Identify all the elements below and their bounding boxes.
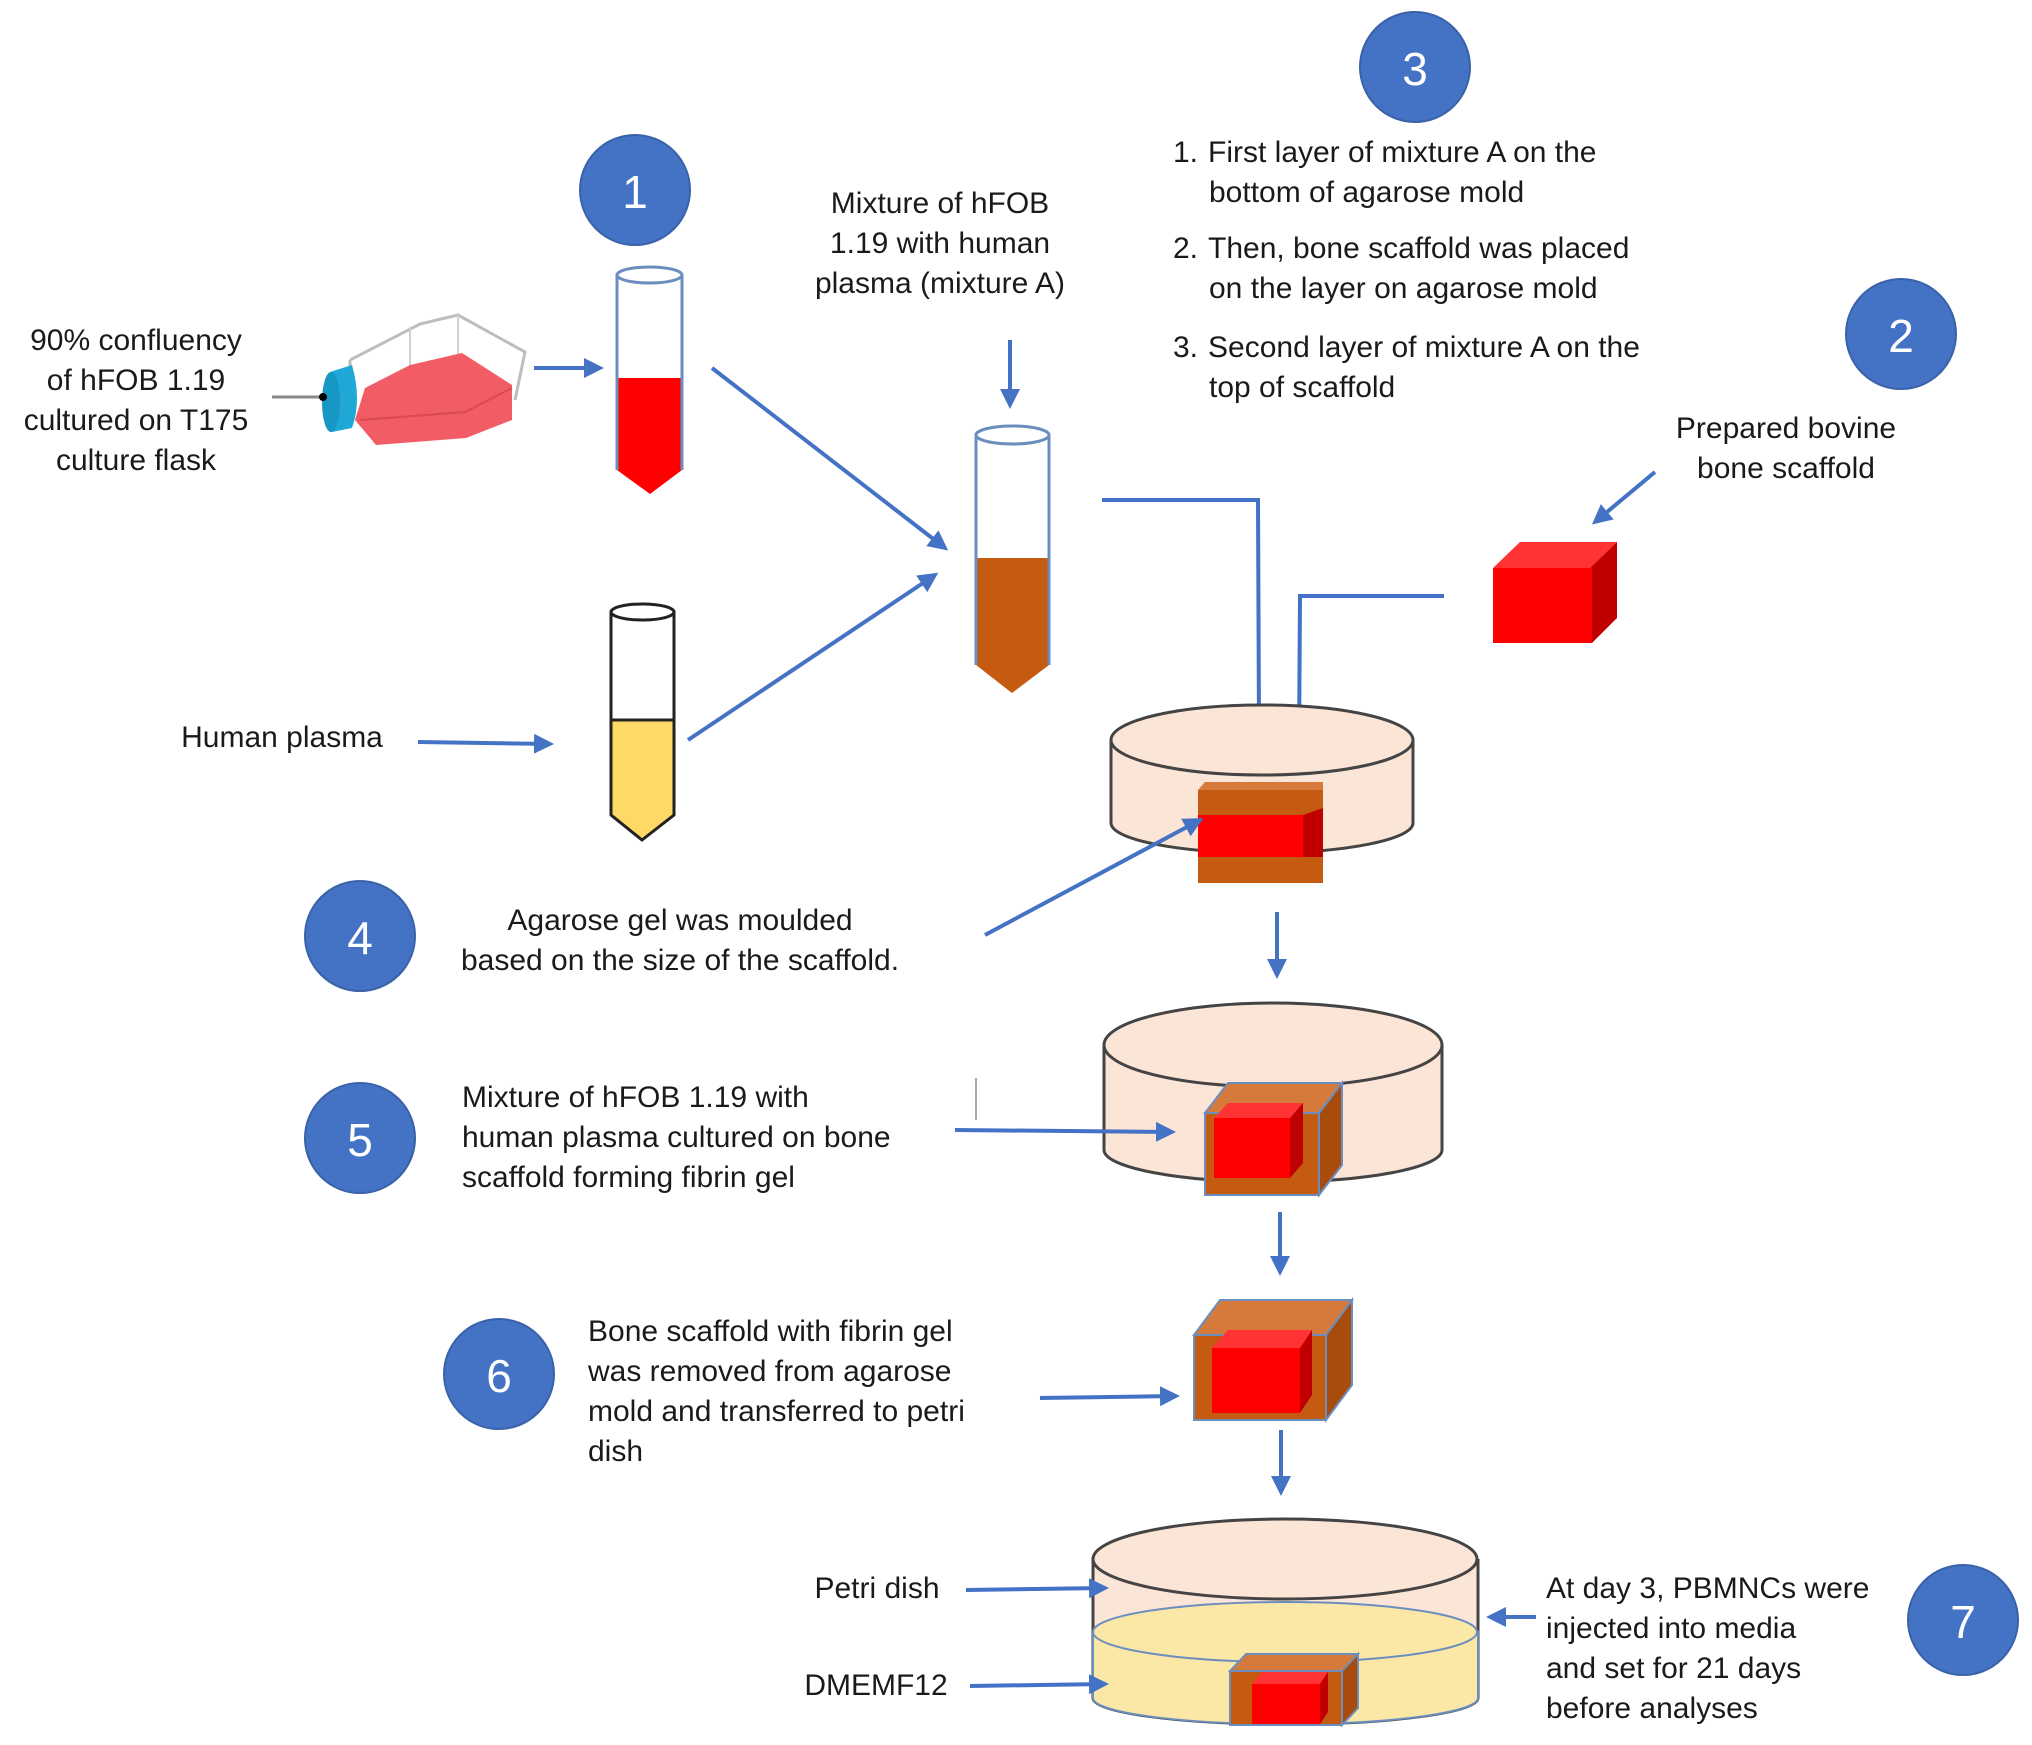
step-number-2: 2	[1888, 310, 1914, 362]
svg-text:human plasma cultured on bone: human plasma cultured on bone	[462, 1121, 891, 1154]
connector-scaffold-to-mold	[1289, 594, 1444, 752]
step-badge-5: 5	[304, 1082, 416, 1194]
svg-text:Prepared bovine: Prepared bovine	[1676, 412, 1896, 445]
step-number-7: 7	[1950, 1596, 1976, 1648]
agarose-mold-with-fibrin	[1102, 1001, 1444, 1198]
svg-text:mold and transferred to petri: mold and transferred to petri	[588, 1395, 965, 1428]
svg-text:Then, bone scaffold was placed: Then, bone scaffold was placed	[1208, 232, 1629, 265]
petri-dish-label: Petri dish	[814, 1572, 939, 1605]
step3-item-2-number: 2.	[1173, 232, 1198, 265]
svg-text:based on the size of the scaff: based on the size of the scaffold.	[461, 944, 899, 977]
dmemf12-label: DMEMF12	[804, 1669, 947, 1702]
flask-label: 90% confluency of hFOB 1.19 cultured on …	[24, 324, 249, 477]
svg-text:dish: dish	[588, 1435, 643, 1468]
arrow-step5-to-scaffold	[954, 1121, 1176, 1142]
svg-text:scaffold forming fibrin gel: scaffold forming fibrin gel	[462, 1161, 795, 1194]
svg-text:90% confluency: 90% confluency	[30, 324, 242, 357]
fibrin-scaffold-cube	[1192, 1296, 1354, 1424]
step-number-1: 1	[622, 166, 648, 218]
svg-text:and set for 21 days: and set for 21 days	[1546, 1652, 1801, 1685]
svg-text:Agarose gel was moulded: Agarose gel was moulded	[507, 904, 852, 937]
step4-label: Agarose gel was moulded based on the siz…	[461, 904, 899, 977]
culture-flask-icon	[319, 313, 527, 445]
svg-text:top of scaffold: top of scaffold	[1209, 371, 1395, 404]
step-number-4: 4	[347, 912, 373, 964]
arrow-cells-to-mixture	[710, 366, 949, 551]
arrow-step4-to-mold	[984, 818, 1204, 937]
svg-text:Bone scaffold with fibrin gel: Bone scaffold with fibrin gel	[588, 1315, 953, 1348]
step-badge-4: 4	[304, 880, 416, 992]
svg-text:injected into media: injected into media	[1546, 1612, 1796, 1645]
step-number-6: 6	[486, 1350, 512, 1402]
human-plasma-tube	[609, 602, 676, 842]
svg-text:before analyses: before analyses	[1546, 1692, 1758, 1725]
bovine-scaffold-label: Prepared bovine bone scaffold	[1676, 412, 1896, 485]
svg-text:bone scaffold: bone scaffold	[1697, 452, 1875, 485]
svg-text:on the layer on agarose mold: on the layer on agarose mold	[1209, 272, 1598, 305]
svg-text:was removed from agarose: was removed from agarose	[587, 1355, 952, 1388]
agarose-mold	[1109, 703, 1415, 883]
step-badge-1: 1	[579, 134, 691, 246]
svg-text:bottom of agarose mold: bottom of agarose mold	[1209, 176, 1524, 209]
step5-label: Mixture of hFOB 1.19 with human plasma c…	[462, 1081, 891, 1194]
step-badge-6: 6	[443, 1318, 555, 1430]
svg-text:cultured on T175: cultured on T175	[24, 404, 249, 437]
step7-label: At day 3, PBMNCs were injected into medi…	[1546, 1572, 1869, 1725]
svg-text:of hFOB 1.19: of hFOB 1.19	[47, 364, 225, 397]
step6-label: Bone scaffold with fibrin gel was remove…	[587, 1315, 965, 1468]
arrow-label-to-scaffold	[1591, 470, 1657, 525]
step-number-3: 3	[1402, 43, 1428, 95]
svg-text:At day 3, PBMNCs were: At day 3, PBMNCs were	[1546, 1572, 1869, 1605]
mixture-a-tube	[974, 424, 1051, 693]
step-badge-2: 2	[1845, 278, 1957, 390]
step3-instructions: 1. First layer of mixture A on the botto…	[1173, 136, 1640, 404]
mixture-a-label: Mixture of hFOB 1.19 with human plasma (…	[815, 187, 1065, 300]
step-number-5: 5	[347, 1114, 373, 1166]
arrow-plasma-label-to-tube	[417, 733, 554, 754]
arrow-label-to-medium	[969, 1674, 1109, 1695]
svg-text:Mixture of hFOB 1.19 with: Mixture of hFOB 1.19 with	[462, 1081, 809, 1114]
arrow-step6-to-cube	[1039, 1386, 1180, 1407]
svg-text:First layer of mixture A on th: First layer of mixture A on the	[1208, 136, 1597, 169]
connector-mixture-to-mold	[1102, 498, 1269, 734]
arrow-label-to-petri	[965, 1578, 1109, 1599]
arrow-plasma-to-mixture	[686, 572, 939, 742]
step3-item-1-number: 1.	[1173, 136, 1198, 169]
svg-text:plasma (mixture A): plasma (mixture A)	[815, 267, 1065, 300]
svg-text:1.19 with human: 1.19 with human	[830, 227, 1050, 260]
cell-suspension-tube	[615, 265, 684, 494]
step-badge-3: 3	[1359, 11, 1471, 123]
petri-dish	[1091, 1517, 1480, 1728]
step-badge-7: 7	[1907, 1564, 2019, 1676]
human-plasma-label: Human plasma	[181, 721, 383, 754]
step3-item-3-number: 3.	[1173, 331, 1198, 364]
bone-scaffold-cube	[1493, 542, 1617, 643]
svg-text:culture flask: culture flask	[56, 444, 217, 477]
svg-text:Second layer of mixture A on t: Second layer of mixture A on the	[1208, 331, 1640, 364]
svg-text:Mixture of hFOB: Mixture of hFOB	[831, 187, 1049, 220]
